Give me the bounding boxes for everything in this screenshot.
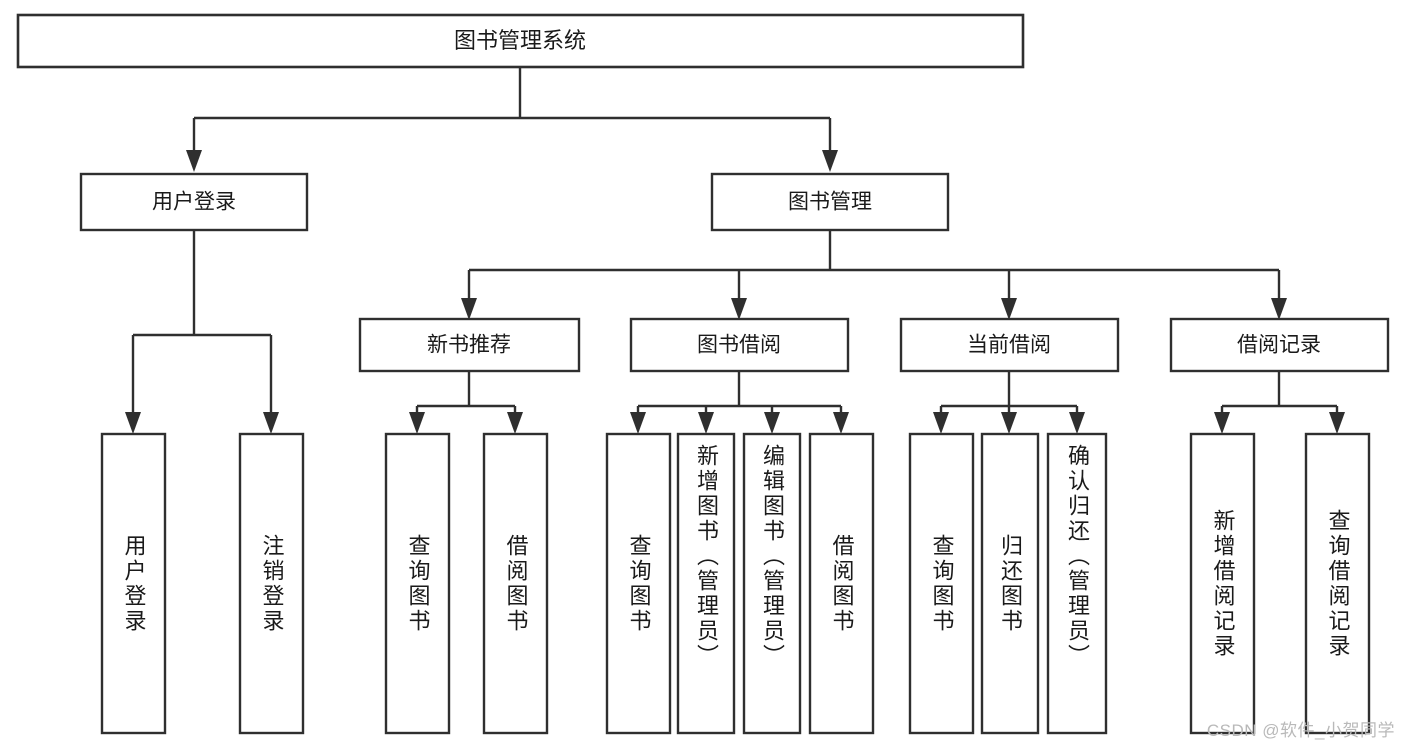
node-user-login[interactable]: 用户登录 [79,172,309,232]
connector-new-book-recommend-to-leaves [409,371,523,434]
current-borrow-box [899,317,1120,373]
arrow-head-icon [507,412,523,434]
leaf-box-user-login[interactable] [100,432,167,735]
arrow-head-icon [1001,412,1017,434]
leaf-box-borrow-book-1[interactable] [482,432,549,735]
watermark-text: CSDN @软件_小贺同学 [1206,721,1395,740]
leaf-box-return-book[interactable] [980,432,1040,735]
leaf-box-query-book-2[interactable] [605,432,672,735]
user-login-label: 用户登录 [152,191,236,214]
connector-borrow-record-to-leaves [1214,371,1345,434]
leaf-box-add-borrow-record[interactable] [1189,432,1256,735]
arrow-head-icon [933,412,949,434]
user-login-box [79,172,309,232]
book-borrow-label: 图书借阅 [697,334,781,357]
root-box [16,13,1025,69]
arrow-head-icon [764,412,780,434]
connector-user-login-to-leaves [125,230,279,434]
new-book-recommend-box [358,317,581,373]
arrow-head-icon [1271,298,1287,320]
node-new-book-recommend[interactable]: 新书推荐 [358,317,581,373]
node-current-borrow[interactable]: 当前借阅 [899,317,1120,373]
leaf-box-borrow-book-2[interactable] [808,432,875,735]
borrow-record-label: 借阅记录 [1237,334,1321,357]
connector-root-to-level2 [186,67,838,172]
connector-book-borrow-to-leaves [630,371,849,434]
new-book-recommend-label: 新书推荐 [427,334,511,357]
book-management-label: 图书管理 [788,191,872,214]
node-root[interactable]: 图书管理系统 [16,13,1025,69]
arrow-head-icon [822,150,838,172]
leaf-box-edit-book-admin[interactable] [742,432,802,735]
arrow-head-icon [1001,298,1017,320]
arrow-head-icon [125,412,141,434]
leaf-box-query-book-1[interactable] [384,432,451,735]
connector-current-borrow-to-leaves [933,371,1085,434]
arrow-head-icon [461,298,477,320]
arrow-head-icon [1069,412,1085,434]
leaf-box-query-borrow-record[interactable] [1304,432,1371,735]
node-borrow-record[interactable]: 借阅记录 [1169,317,1390,373]
current-borrow-label: 当前借阅 [967,334,1051,357]
leaf-box-add-book-admin[interactable] [676,432,736,735]
leaf-box-query-book-3[interactable] [908,432,975,735]
arrow-head-icon [186,150,202,172]
root-label: 图书管理系统 [454,28,586,53]
node-book-management[interactable]: 图书管理 [710,172,950,232]
arrow-head-icon [731,298,747,320]
node-book-borrow[interactable]: 图书借阅 [629,317,850,373]
leaf-box-logout[interactable] [238,432,305,735]
arrow-head-icon [1329,412,1345,434]
arrow-head-icon [1214,412,1230,434]
arrow-head-icon [698,412,714,434]
arrow-head-icon [833,412,849,434]
connector-book-management-to-level3 [461,230,1287,320]
leaf-box-confirm-return-admin[interactable] [1046,432,1108,735]
arrow-head-icon [409,412,425,434]
arrow-head-icon [630,412,646,434]
arrow-head-icon [263,412,279,434]
